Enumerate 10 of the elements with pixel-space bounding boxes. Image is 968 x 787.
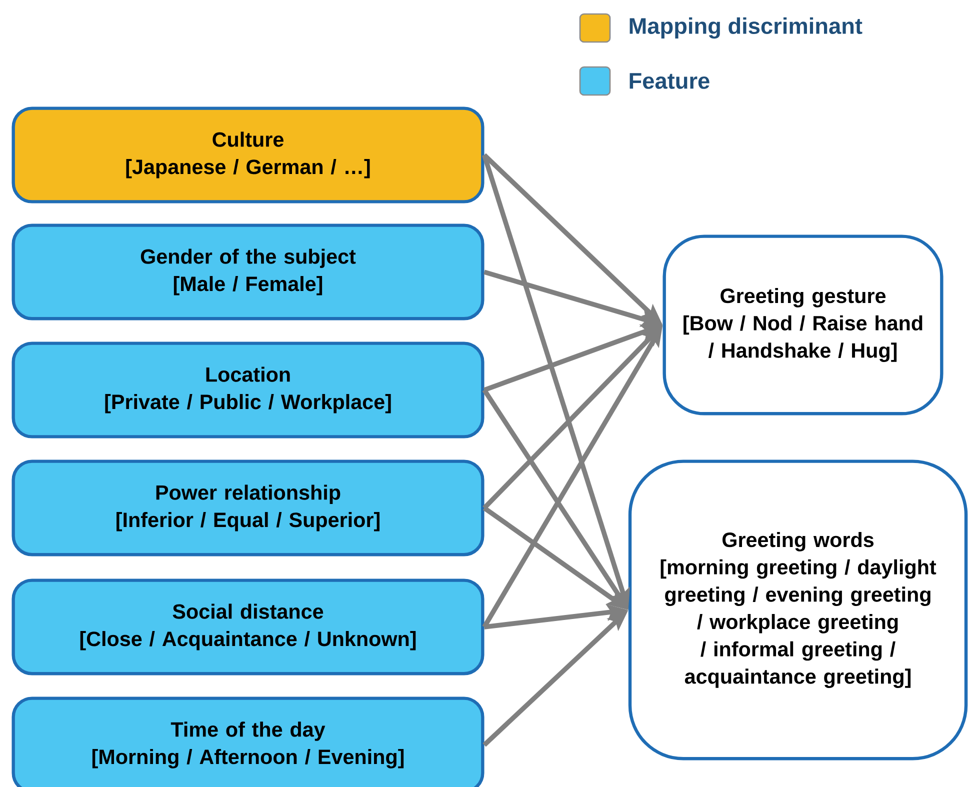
legend-label: Mapping discriminant xyxy=(630,17,862,39)
feature-box: Time of the day [Morning / Afternoon / Evening] xyxy=(12,696,484,787)
feature-box: Location [Private / Public / Workplace] xyxy=(12,342,484,438)
discriminant-box: Culture [Japanese / German / …] xyxy=(12,106,484,204)
legend-label: Feature xyxy=(630,73,710,89)
output-box: Greeting gesture [Bow / Nod / Raise hand / Handshake / Hug] xyxy=(662,234,944,416)
feature-box: Social distance [Close / Acquaintance / Unknown] xyxy=(12,578,484,676)
feature-box: Power relationship [Inferior / Equal / Superior] xyxy=(12,460,484,556)
feature-box: Gender of the subject [Male / Female] xyxy=(12,224,484,320)
output-box: Greeting words [morning greeting / daylight greeting / evening greeting / workplace greeting / informal greeting / acquaintance greeting] xyxy=(628,460,968,760)
